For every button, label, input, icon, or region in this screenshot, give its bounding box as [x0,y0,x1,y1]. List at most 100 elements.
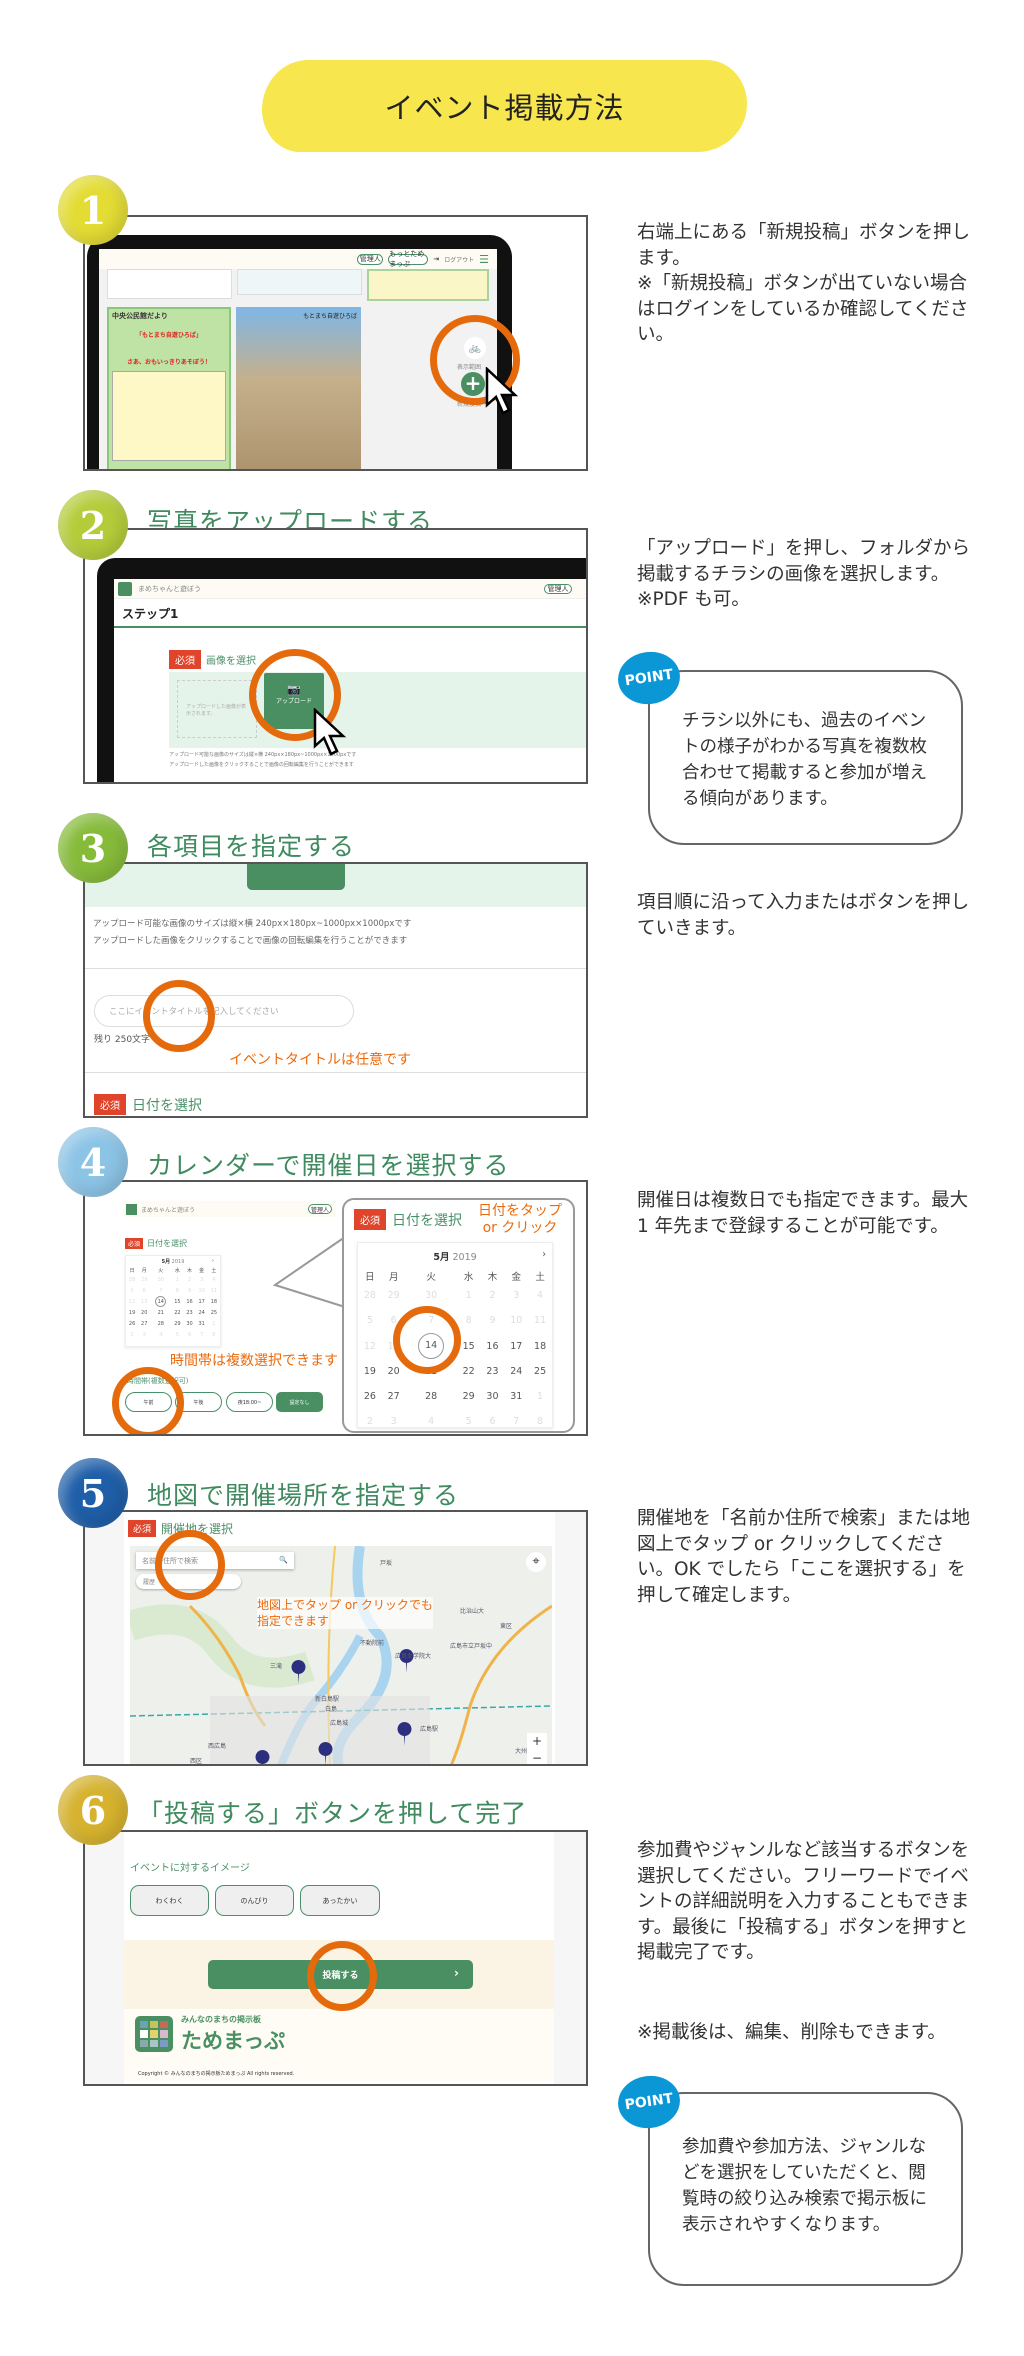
submit-button[interactable]: 投稿する› [208,1960,473,1989]
location-search-input[interactable]: 名前か住所で検索 🔍 [136,1552,294,1569]
step-number: 3 [79,825,107,871]
chevron-right-icon[interactable]: › [212,1258,214,1264]
step-6-description: 参加費やジャンルなど該当するボタンを選択してください。フリーワードでイベントの詳… [637,1840,970,1963]
calendar-day: 28 [128,1276,136,1283]
search-placeholder: 名前か住所で検索 [142,1557,198,1565]
step-3-badge: 3 [58,813,128,883]
time-button-morning[interactable]: 午前 [125,1392,172,1412]
calendar-day[interactable]: 23 [186,1309,193,1316]
weekday-label: 月 [141,1268,147,1274]
time-button-none[interactable]: 設定なし [276,1392,323,1412]
calendar-day[interactable]: 31 [510,1391,523,1402]
flyer-thumbnail[interactable]: 中央公民館だより 「もとまち自遊ひろば」 さあ、おもいっきりあそぼう！ [107,307,231,469]
flyer-thumbnail[interactable] [367,269,489,301]
calendar-day[interactable]: 30 [486,1391,499,1402]
time-button-afternoon[interactable]: 午後 [175,1392,222,1412]
calendar-day: 11 [210,1287,218,1294]
calendar-day[interactable]: 19 [128,1309,136,1316]
calendar-day[interactable]: 26 [128,1320,136,1327]
search-icon[interactable]: 🔍 [279,1556,288,1564]
calendar-day[interactable]: 15 [174,1298,181,1305]
calendar-day[interactable]: 24 [198,1309,205,1316]
calendar-day[interactable]: 15 [462,1340,475,1352]
calendar-day[interactable]: 17 [510,1340,523,1352]
calendar-day[interactable]: 27 [141,1320,148,1327]
flyer-event: 「もとまち自遊ひろば」 [136,332,202,339]
new-post-button[interactable]: + [461,372,485,396]
calendar-day[interactable]: 25 [534,1366,547,1377]
calendar-day[interactable]: 22 [462,1366,475,1377]
step-2-description: 「アップロード」を押し、フォルダから掲載するチラシの画像を選択します。※PDF … [637,538,971,610]
calendar-day[interactable]: 29 [462,1391,475,1402]
remaining-characters: 残り 250文字 [94,1035,151,1045]
calendar-day: 3 [200,1276,204,1283]
calendar-day: 3 [513,1290,520,1301]
calendar-day: 4 [159,1331,163,1338]
flyer-photo[interactable]: もとまち自遊ひろば [236,307,361,469]
upload-note: アップロードした画像をクリックすることで画像の回転編集を行うことができます [169,762,354,768]
calendar-day: 13 [141,1298,148,1305]
calendar-day[interactable]: 31 [198,1320,205,1327]
calendar-day[interactable]: 20 [387,1366,400,1377]
step-6-heading: 「投稿する」ボタンを押して完了 [138,1799,528,1828]
image-button-wakuwaku[interactable]: わくわく [130,1885,209,1916]
admin-button[interactable]: 管理人 [357,253,384,265]
calendar-day[interactable]: 29 [174,1320,181,1327]
weekday-label: 土 [211,1268,217,1274]
calendar-day[interactable]: 22 [174,1309,181,1316]
date-annotation-line: 日付をタップ [478,1203,562,1219]
calendar-day[interactable]: 16 [486,1340,499,1352]
title-annotation: イベントタイトルは任意です [229,1052,411,1068]
image-button-nonbiri[interactable]: のんびり [215,1885,294,1916]
point-box-2: 参加費や参加方法、ジャンルなどを選択をしていただくと、閲覧時の絞り込み検索で掲示… [648,2092,963,2286]
current-location-icon[interactable]: ⌖ [526,1552,546,1572]
calendar-day[interactable]: 14 [150,1296,171,1307]
calendar-day[interactable]: 23 [486,1366,499,1377]
calendar-day[interactable]: 21 [425,1366,438,1377]
calendar-day[interactable]: 27 [387,1391,400,1402]
calendar-day[interactable]: 19 [363,1366,376,1377]
bicycle-icon[interactable]: 🚲 [464,337,486,359]
point-text: チラシ以外にも、過去のイベントの様子がわかる写真を複数枚合わせて掲載すると参加が… [682,711,927,809]
more-tamemap-button[interactable]: もっとためまっぷ [388,250,429,268]
calendar-day[interactable]: 20 [141,1309,148,1316]
flyer-photo-title: もとまち自遊ひろば [303,313,357,320]
calendar-day[interactable]: 30 [186,1320,193,1327]
calendar-day[interactable]: 26 [363,1391,376,1402]
logo-subtitle: みんなのまちの掲示板 [181,2015,261,2024]
flyer-title: 中央公民館だより [112,312,168,320]
upload-button[interactable]: 📷アップロード [264,673,324,729]
logout-link[interactable]: ログアウト [444,256,475,264]
calendar-day[interactable]: 14 [406,1333,457,1359]
flyer-thumbnail[interactable] [237,269,362,295]
hamburger-menu-icon[interactable]: ☰ [479,252,489,266]
calendar-day[interactable]: 21 [157,1309,164,1316]
weekday-label: 日 [365,1272,375,1283]
calendar-day[interactable]: 25 [210,1309,218,1316]
calendar-day: 8 [212,1331,216,1338]
chevron-right-icon[interactable]: › [542,1249,546,1260]
image-button-attakai[interactable]: あったかい [300,1885,380,1916]
calendar-day[interactable]: 18 [534,1340,547,1352]
history-button[interactable]: 履歴 [136,1574,241,1589]
calendar-day[interactable]: 24 [510,1366,523,1377]
calendar-day[interactable]: 16 [186,1298,193,1305]
admin-button[interactable]: 管理人 [544,583,572,594]
calendar-day[interactable]: 17 [198,1298,205,1305]
calendar-day[interactable]: 18 [210,1298,218,1305]
upload-button[interactable] [247,864,345,890]
calendar-day: 8 [175,1287,179,1294]
time-button-night[interactable]: 夜18:00~ [226,1392,273,1412]
required-badge: 必須 [128,1520,157,1537]
calendar-day[interactable]: 28 [425,1391,438,1402]
flyer-thumbnail[interactable] [107,269,232,299]
step-4-heading: カレンダーで開催日を選択する [147,1151,510,1180]
image-field-label: 必須画像を選択 [169,650,256,669]
calendar-day[interactable]: 28 [157,1320,164,1327]
admin-button[interactable]: 管理人 [308,1204,332,1214]
zoom-out-button[interactable]: − [531,1751,543,1765]
zoom-in-button[interactable]: + [531,1734,543,1748]
calendar-day: 2 [187,1276,192,1283]
event-title-input[interactable]: ここにイベントタイトルを記入してください [94,995,354,1027]
